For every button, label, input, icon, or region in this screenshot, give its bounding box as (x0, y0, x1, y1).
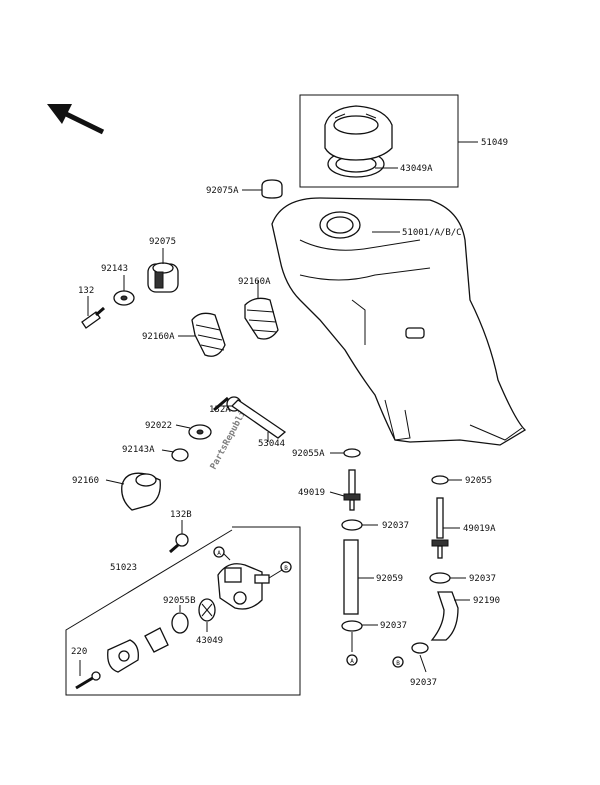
fuel-cock-inset (65, 520, 301, 696)
label-51001: 51001/A/B/C (402, 228, 462, 238)
label-92143: 92143 (101, 264, 128, 274)
hose-92059 (343, 539, 374, 615)
label-132b: 132B (170, 510, 192, 520)
pad-92160a-upper (244, 280, 279, 340)
clamp-92037-b (341, 620, 378, 652)
label-92059: 92059 (376, 574, 403, 584)
ref-marker-a1: A (213, 546, 225, 558)
label-132: 132 (78, 286, 94, 296)
fitting-49019a (431, 497, 460, 559)
clamp-92037-c (429, 572, 466, 584)
fuel-tank (271, 197, 527, 446)
pad-92160a (178, 312, 226, 357)
label-92037-d: 92037 (410, 678, 437, 688)
label-92037-b: 92037 (380, 621, 407, 631)
washer-92022 (175, 424, 212, 440)
label-43049a: 43049A (400, 164, 433, 174)
filter-43049 (198, 598, 216, 632)
svg-text:A: A (350, 658, 354, 665)
ref-marker-a2: A (346, 654, 358, 666)
oring-92055 (431, 475, 462, 485)
bolt-132 (81, 296, 105, 329)
fuel-cap-inset (299, 94, 478, 188)
screw-220 (75, 660, 101, 690)
label-92143a: 92143A (122, 445, 155, 455)
label-92055a: 92055A (292, 449, 325, 459)
label-92160: 92160 (72, 476, 99, 486)
label-43049: 43049 (196, 636, 223, 646)
ref-marker-b2: B (392, 656, 404, 668)
label-49019: 49019 (298, 488, 325, 498)
bolt-132b (169, 520, 189, 554)
label-51023: 51023 (110, 563, 137, 573)
damper-92075 (147, 248, 179, 293)
fuel-cock-body (217, 551, 283, 610)
oring-92055b (171, 605, 189, 634)
cushion-92075a (242, 179, 283, 199)
label-49019a: 49019A (463, 524, 496, 534)
label-92075: 92075 (149, 237, 176, 247)
label-51049: 51049 (481, 138, 508, 148)
clamp-92037-a (341, 519, 378, 531)
front-direction-arrow-icon (47, 104, 105, 135)
label-132a: 132A (209, 405, 231, 415)
label-92022: 92022 (145, 421, 172, 431)
label-92160a-upper: 92160A (238, 277, 271, 287)
label-92160a: 92160A (142, 332, 175, 342)
collar-92143 (113, 275, 135, 306)
lever-plate (107, 627, 169, 673)
label-92037-c: 92037 (469, 574, 496, 584)
label-220: 220 (71, 647, 87, 657)
strip-53044 (230, 399, 287, 442)
svg-text:B: B (396, 660, 400, 667)
label-92055b: 92055B (163, 596, 196, 606)
hose-92190 (430, 591, 470, 641)
label-92190: 92190 (473, 596, 500, 606)
collar-92143a (161, 448, 189, 462)
label-92037-a: 92037 (382, 521, 409, 531)
ref-marker-b1: B (280, 561, 292, 573)
svg-text:A: A (217, 550, 221, 557)
label-92055: 92055 (465, 476, 492, 486)
label-92075a: 92075A (206, 186, 239, 196)
oring-92055a (330, 448, 361, 458)
label-53044: 53044 (258, 439, 285, 449)
clamp-92037-d (411, 642, 429, 673)
damper-92160 (105, 472, 161, 511)
svg-text:B: B (284, 565, 288, 572)
fitting-49019 (329, 469, 361, 511)
